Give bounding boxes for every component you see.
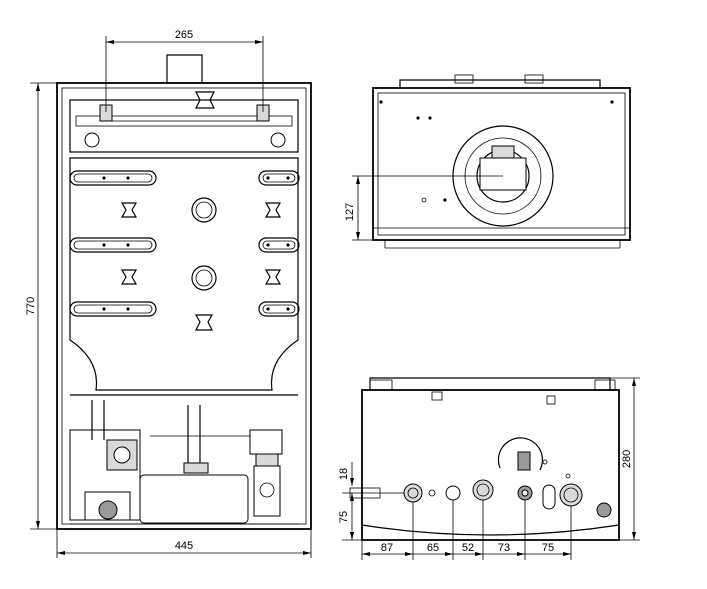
mounting-slots [69,170,300,317]
bracket-label: 265 [175,29,193,41]
bottom-height-dimension: 280 [600,377,640,541]
panel-clips [120,202,282,331]
gas-valve-outline [497,437,544,471]
flue-offset-dimension: 127 [344,175,503,241]
spacing-label-5: 75 [542,542,554,554]
upper-port [191,197,217,223]
spacing-label-3: 52 [462,542,474,554]
spacing-label-2: 65 [427,542,439,554]
pipe-height-dimension: 75 [338,492,404,541]
internal-panel [69,157,299,391]
flue-stub [166,54,203,84]
mounting-bracket [69,99,299,153]
bracket-dimension: 265 [105,29,264,112]
front-height-label: 770 [25,297,37,315]
spacing-label-1: 87 [381,542,393,554]
pipe-connection-2 [445,485,461,501]
small-offset-label: 18 [338,468,350,480]
top-casing [372,87,631,241]
heat-exchanger [139,474,249,524]
middle-port [191,265,217,291]
hydraulic-block [69,394,298,525]
front-view: 445 770 265 [25,29,312,558]
panel-screws [102,176,290,311]
pipe-connection-5 [559,483,583,507]
front-width-dimension: 445 [56,530,312,558]
spacing-label-4: 73 [498,542,510,554]
pipe-connections [349,479,612,518]
flue-offset-label: 127 [344,203,356,221]
bottom-casing [361,389,620,541]
bottom-view: 280 75 18 [338,377,640,560]
pipe-connection-1 [403,483,423,503]
pipe-height-label: 75 [338,511,350,523]
front-height-dimension: 770 [25,82,57,530]
spacing-dimensions: 87 65 52 73 75 [361,500,572,560]
front-width-label: 445 [175,540,193,552]
small-offset-dimension: 18 [338,462,354,486]
top-view: 127 [344,74,631,249]
bottom-height-label: 280 [621,450,633,468]
pipe-connection-3 [472,479,494,501]
